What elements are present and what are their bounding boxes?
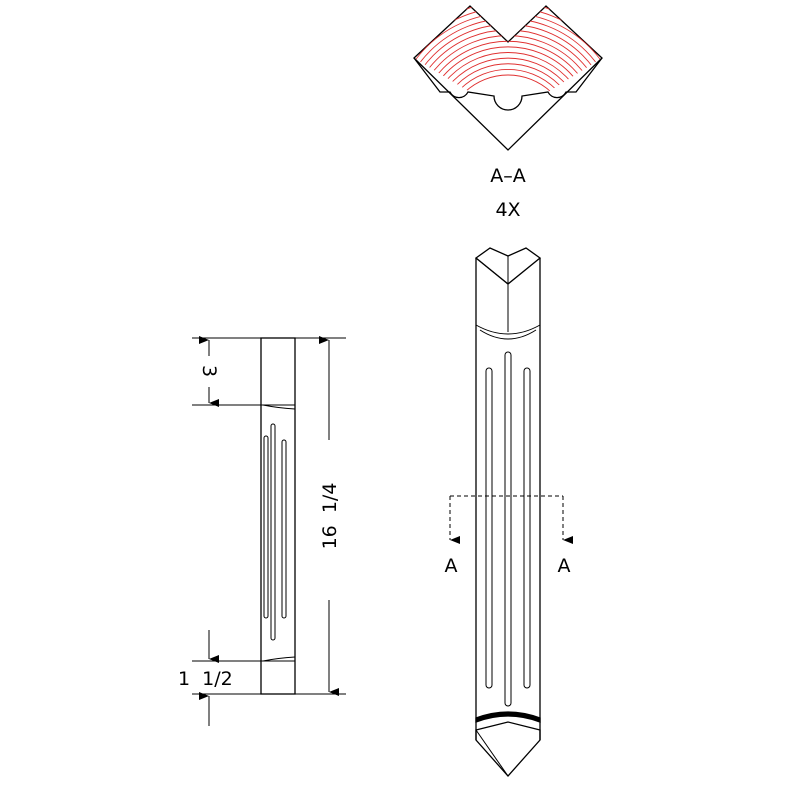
- dimension-overall: 16 1/4: [295, 336, 346, 696]
- grain-line: [430, 57, 586, 92]
- grain-line: [444, 74, 572, 92]
- grain-line: [414, 6, 602, 92]
- grain-line: [414, 6, 602, 92]
- dimension-top: 3: [192, 336, 261, 407]
- grain-line: [425, 52, 591, 92]
- grain-line: [414, 6, 602, 92]
- top-block-edge: [475, 324, 541, 335]
- bottom-cap-edge: [475, 729, 509, 777]
- flute-profile: [413, 57, 603, 111]
- dimension-overall-value: 16 1/4: [319, 483, 341, 550]
- grain-line: [414, 6, 602, 92]
- cut-label-right: A: [558, 555, 571, 577]
- section-label: A–A: [490, 165, 526, 187]
- side-flute-3: [281, 439, 287, 619]
- section-view: A–A 4X: [413, 5, 603, 221]
- grain-line: [435, 63, 581, 92]
- dimension-bottom: 1 1/2: [178, 630, 261, 726]
- side-flute-1: [263, 435, 269, 619]
- dimension-bottom-value: 1 1/2: [178, 668, 233, 690]
- cut-plane: A A: [445, 495, 573, 577]
- section-scale: 4X: [495, 199, 520, 221]
- grain-line: [414, 6, 602, 92]
- front-view: [474, 247, 542, 777]
- bottom-block-edge: [475, 711, 541, 723]
- grain-line: [414, 6, 602, 92]
- side-bottom-chamfer: [262, 656, 296, 662]
- dimension-top-value: 3: [198, 365, 220, 377]
- top-block-shadow: [479, 329, 537, 340]
- front-flute-3: [523, 367, 531, 689]
- section-outline: [413, 5, 603, 151]
- top-cap-edge: [475, 257, 509, 285]
- side-flute-2: [270, 423, 276, 641]
- side-top-chamfer: [262, 404, 296, 410]
- side-view-outline: [260, 337, 296, 695]
- bottom-cap-outline: [475, 721, 541, 777]
- grain-line: [414, 6, 602, 92]
- cut-label-left: A: [445, 555, 458, 577]
- side-view: [260, 337, 296, 695]
- front-flute-2: [504, 351, 512, 707]
- front-flute-1: [485, 367, 493, 689]
- wood-grain-hatch: [414, 6, 602, 92]
- grain-line: [420, 46, 596, 92]
- grain-line: [439, 68, 577, 92]
